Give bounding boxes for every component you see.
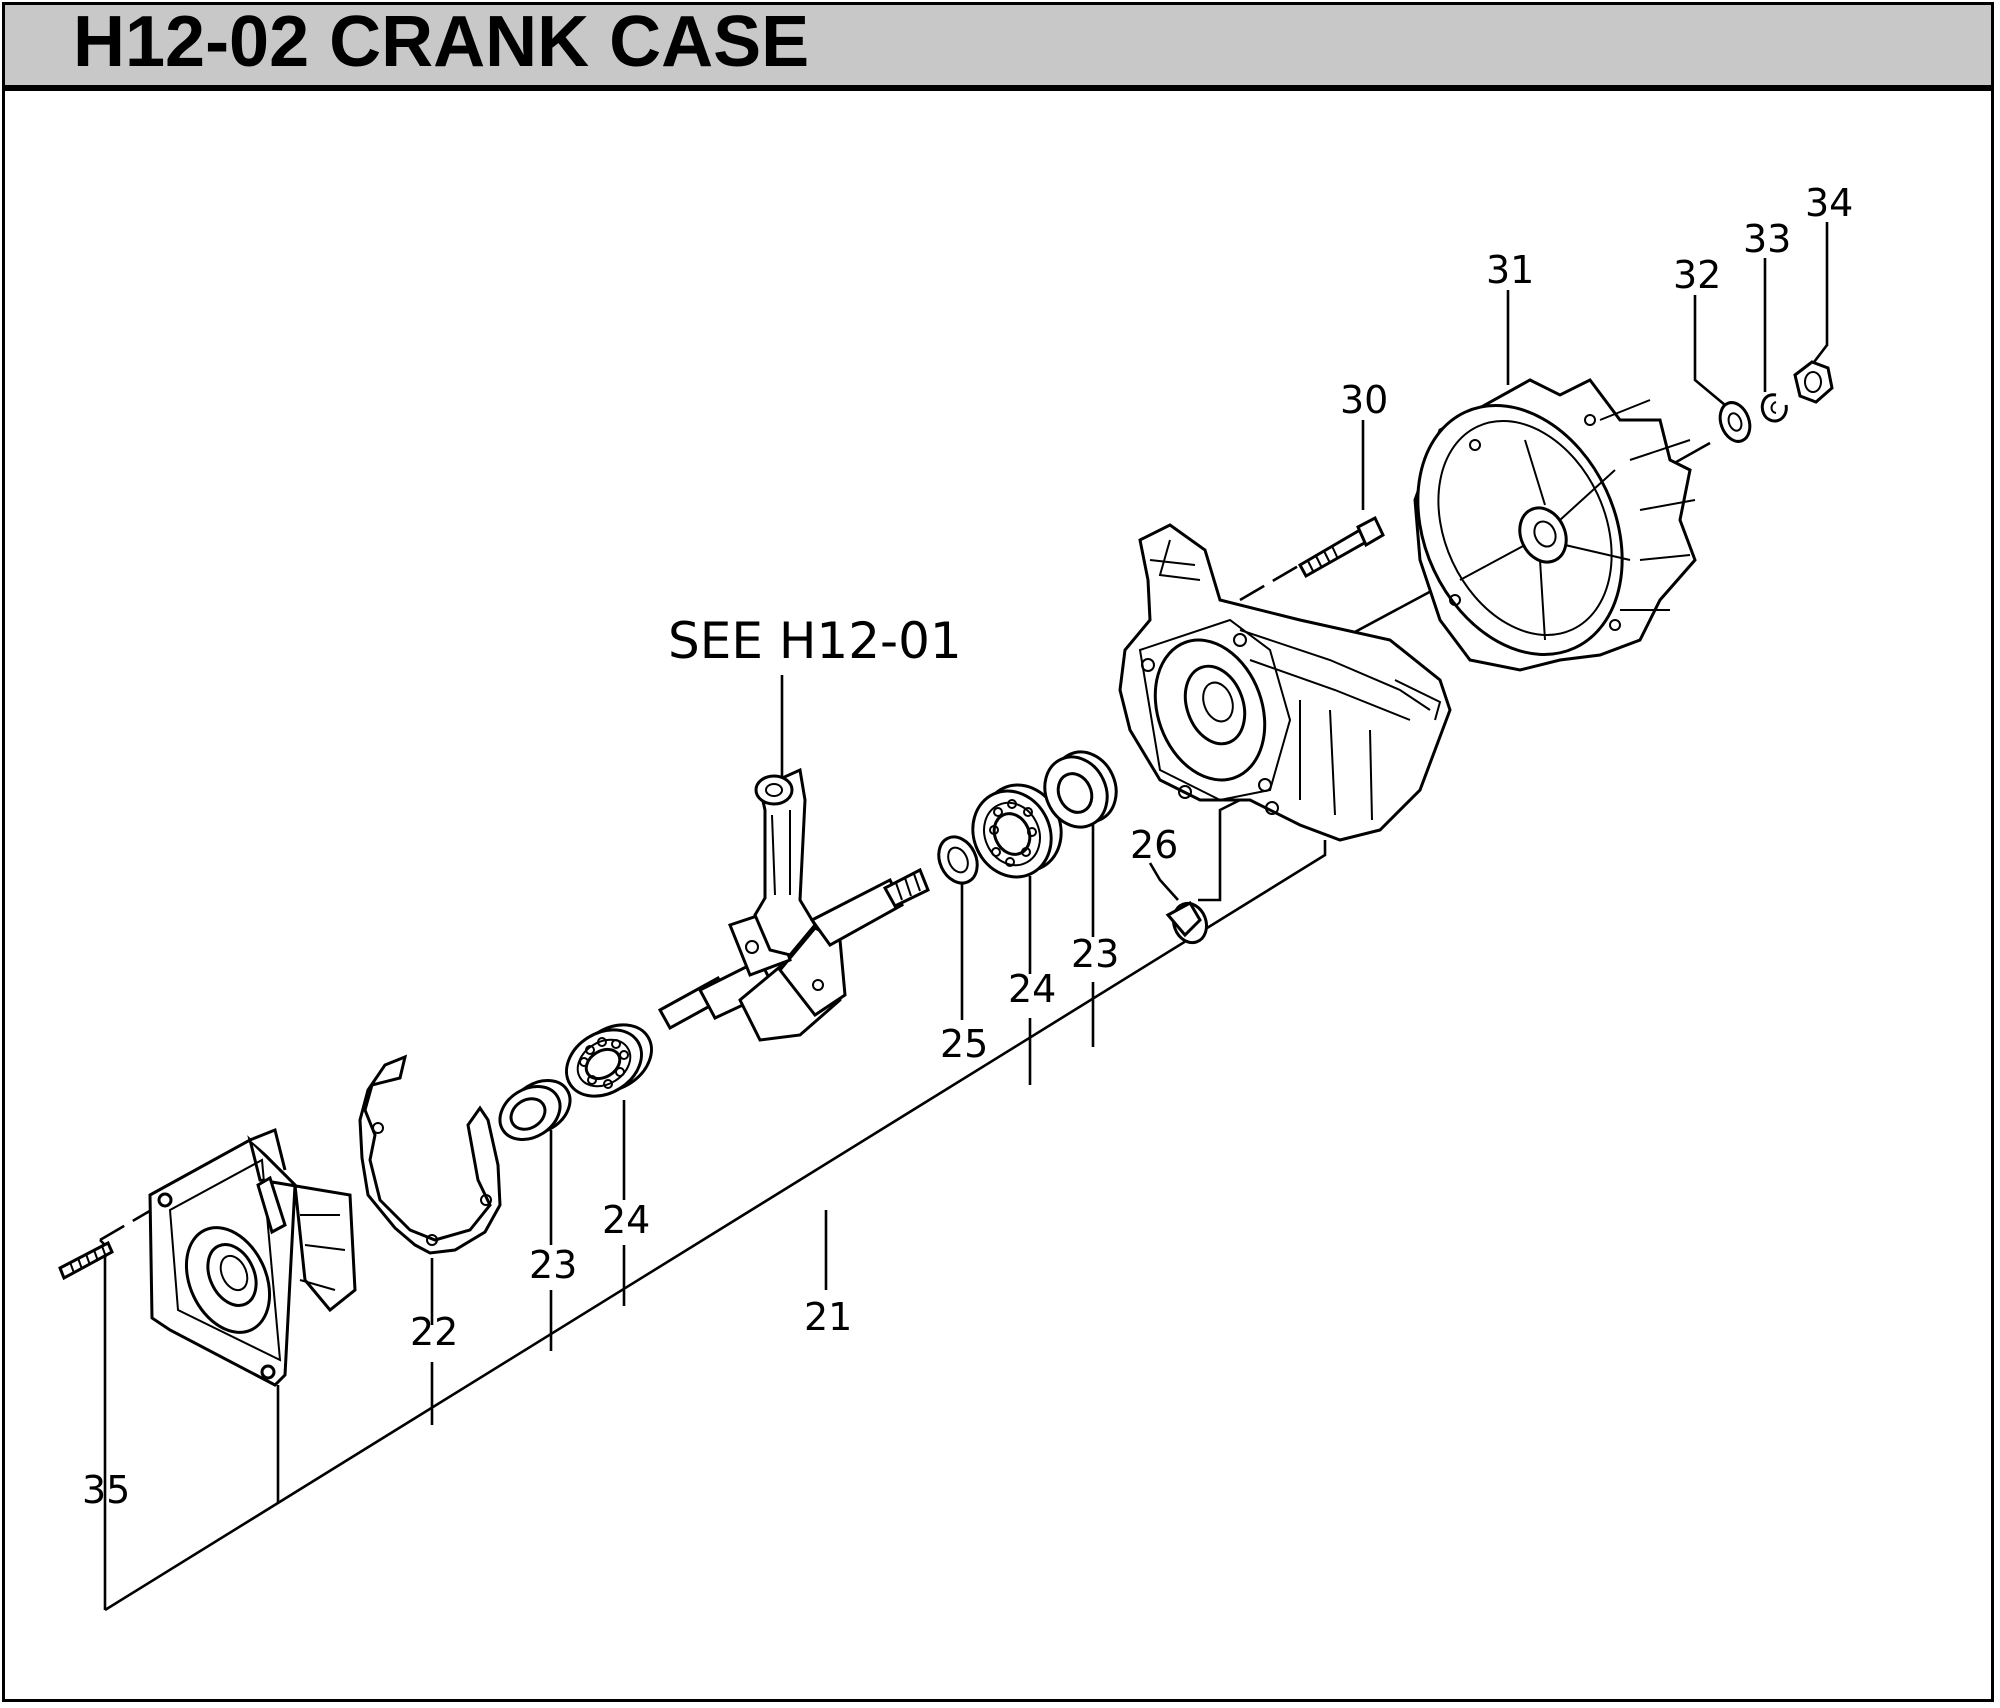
callout-25: 25 (940, 1022, 988, 1066)
plug-part (1165, 900, 1209, 945)
nut-part (1793, 360, 1834, 404)
washer-part (1718, 401, 1752, 443)
callout-26: 26 (1130, 823, 1178, 867)
stud-bolt-part (58, 1240, 114, 1281)
thrust-washer-part (937, 835, 979, 885)
crankcase-left-half-part (148, 1127, 357, 1387)
reference-note: SEE H12-01 (668, 612, 962, 670)
callout-23: 23 (529, 1243, 577, 1287)
ball-bearing-part-left (565, 1023, 653, 1098)
title-bar: H12-02 CRANK CASE (5, 2, 1991, 91)
leader-lines (99, 222, 1829, 1612)
callout-33: 33 (1743, 217, 1791, 261)
spring-washer-part (1760, 393, 1788, 423)
crankcase-right-half-part (1118, 523, 1452, 842)
bolt-part (1297, 515, 1385, 579)
callout-21: 21 (804, 1295, 852, 1339)
callout-23b: 23 (1071, 932, 1119, 976)
callout-24b: 24 (1008, 967, 1056, 1011)
flywheel-part (1413, 378, 1697, 672)
ball-bearing-part-right (971, 783, 1063, 879)
oil-seal-part-left (498, 1079, 572, 1141)
callout-22: 22 (410, 1310, 458, 1354)
callout-35: 35 (82, 1468, 130, 1512)
callout-labels: 35 22 23 24 21 25 24 23 26 30 31 32 33 3… (82, 181, 1853, 1512)
oil-seal-part-right (1043, 750, 1118, 829)
crankshaft-assembly-part (657, 767, 930, 1042)
callout-31: 31 (1486, 248, 1534, 292)
callout-30: 30 (1340, 378, 1388, 422)
callout-24: 24 (602, 1198, 650, 1242)
gasket-part (358, 1054, 502, 1255)
page-title: H12-02 CRANK CASE (73, 2, 810, 82)
callout-34: 34 (1805, 181, 1853, 225)
callout-32: 32 (1673, 253, 1721, 297)
